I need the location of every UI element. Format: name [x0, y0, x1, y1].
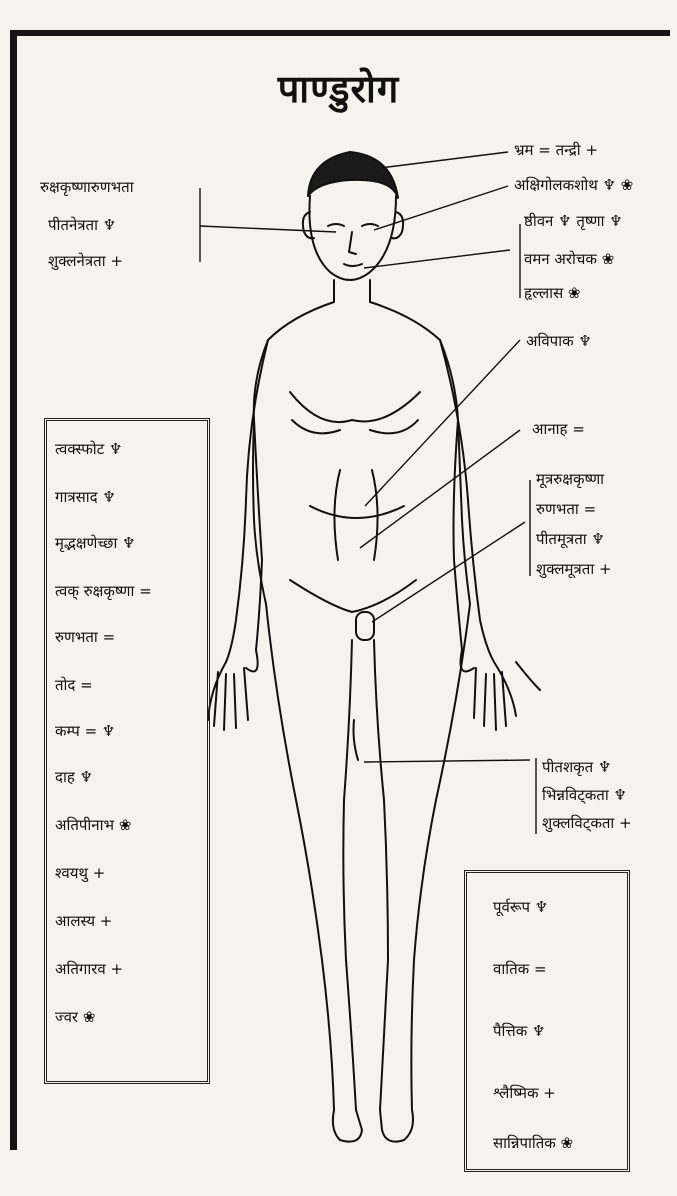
left-box-item-4: त्वक् रुक्षकृष्णा =: [55, 581, 152, 601]
hair: [308, 152, 398, 198]
left-box-item-5: रुणभता =: [55, 627, 115, 647]
legend-item-sannipatika: सान्निपातिक ❀: [493, 1133, 573, 1153]
legend-item-paittika: पैत्तिक ♆: [493, 1021, 546, 1041]
urine-label-2: रुणभता =: [536, 502, 596, 517]
legend-item-vatika: वातिक =: [493, 959, 547, 979]
left-box-item-1: त्वक्स्फोट ♆: [55, 439, 122, 459]
left-box-item-2: गात्रसाद ♆: [55, 487, 116, 507]
urine-label-1: मूत्ररुक्षकृष्णा: [536, 472, 604, 487]
left-box-item-6: तोद =: [55, 675, 93, 695]
left-hand: [208, 650, 258, 730]
head-right-label-1: भ्रम = तन्द्री +: [514, 143, 598, 158]
abdomen-label-2: आनाह =: [532, 422, 585, 437]
head-left-label-3: शुक्लनेत्रता +: [48, 254, 123, 269]
head-right-label-2: अक्षिगोलकशोथ ♆ ❀: [514, 178, 633, 193]
urine-label-4: शुक्लमूत्रता +: [536, 562, 612, 577]
stool-label-3: शुक्लविट्कता +: [542, 816, 632, 831]
left-box-item-9: अतिपीनाभ ❀: [55, 815, 131, 835]
left-box-item-8: दाह ♆: [55, 767, 93, 787]
left-box-item-10: श्वयथु +: [55, 863, 105, 883]
urine-label-3: पीतमूत्रता ♆: [536, 532, 605, 547]
head-left-label-2: पीतनेत्रता ♆: [48, 218, 116, 233]
left-box-item-12: अतिगारव +: [55, 959, 123, 979]
stool-label-2: भिन्नविट्कता ♆: [542, 788, 627, 803]
head-right-label-3: ष्ठीवन ♆ तृष्णा ♆: [524, 214, 623, 229]
head: [309, 196, 396, 280]
left-arm: [226, 340, 268, 662]
head-left-label-1: रुक्षकृष्णारुणभता: [40, 180, 134, 195]
torso: [253, 302, 334, 604]
head-right-label-4: वमन अरोचक ❀: [524, 252, 614, 267]
left-box-item-7: कम्प = ♆: [55, 721, 115, 741]
legend-item-shlaishmika: श्लैष्मिक +: [493, 1083, 556, 1103]
left-box-item-11: आलस्य +: [55, 911, 112, 931]
legend-item-purvarupa: पूर्वरूप ♆: [493, 897, 548, 917]
left-box-item-13: ज्वर ❀: [55, 1007, 95, 1027]
head-right-label-5: हृल्लास ❀: [524, 286, 581, 301]
abdomen-label-1: अविपाक ♆: [526, 334, 592, 349]
left-box-item-3: मृद्भक्षणेच्छा ♆: [55, 533, 136, 553]
left-symptom-box: त्वक्स्फोट ♆ गात्रसाद ♆ मृद्भक्षणेच्छा ♆…: [44, 418, 210, 1084]
legend-box: पूर्वरूप ♆ वातिक = पैत्तिक ♆ श्लैष्मिक +…: [464, 870, 630, 1172]
left-leg: [266, 604, 334, 1110]
stool-label-1: पीतशकृत ♆: [542, 760, 611, 775]
right-leg: [411, 604, 470, 1110]
right-hand: [461, 650, 541, 730]
